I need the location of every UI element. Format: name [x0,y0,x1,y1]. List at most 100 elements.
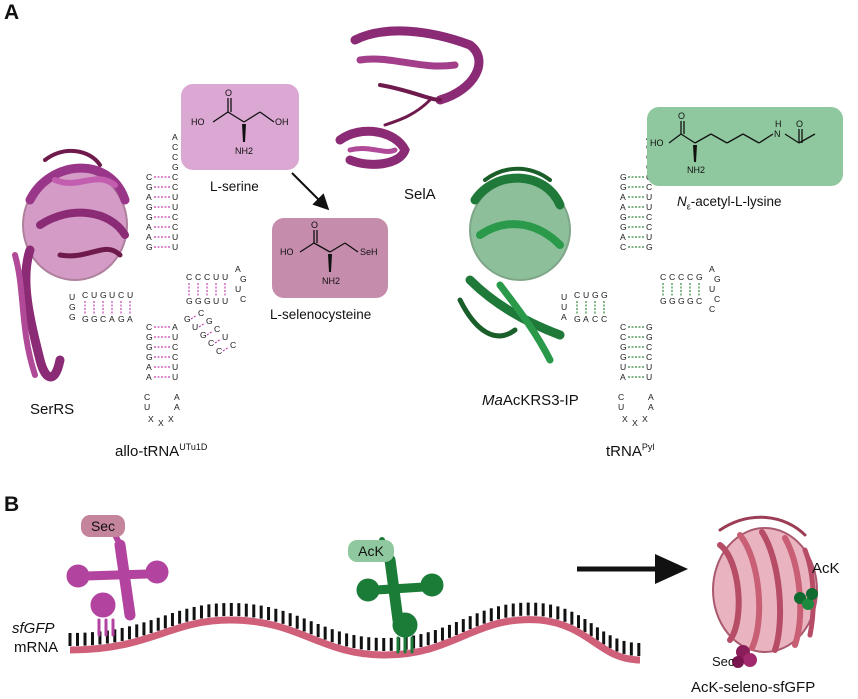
pyl-dstem-top-nt: G [601,290,608,300]
trnapyl-label: tRNAPyl [606,443,654,460]
allo-tloop-nt: A [235,264,241,274]
pyl-tstem-bot-nt: G [669,296,676,306]
allo-anti-3-nt: C [172,342,178,352]
trnapyl-text: tRNA [606,443,642,460]
allo-acceptor-3-nt: C [172,222,178,232]
allo-tstem-bot-nt: U [213,296,219,306]
sec-nh2: NH2 [322,276,340,286]
serine-text: L-serine [210,179,259,194]
allo-acceptor-5-nt: A [146,232,152,242]
pyl-anti-5-nt: C [620,332,626,342]
allo-tstem-top-nt: C [186,272,192,282]
product-ack-label: AcK [812,561,840,576]
ack-o: O [678,111,685,121]
translation-arrow [577,554,688,584]
product-name-label: AcK-seleno-sfGFP [691,680,815,695]
pyl-dstem-top-nt: C [574,290,580,300]
allo-acceptor-5-nt: G [146,202,153,212]
pyl-anti-5-nt: G [620,352,627,362]
mrna-gene-label: sfGFP [12,621,55,636]
serine-oh: OH [275,117,289,127]
pyl-acceptor-3-nt: C [646,182,652,192]
allo-dstem-bot-nt: A [109,314,115,324]
allo-var-pair [206,330,214,336]
pyl-dloop-nt: U [561,292,567,302]
allo-anti-5-nt: C [146,322,152,332]
pyl-anti-3-nt: C [646,352,652,362]
serine-structure-icon: HO O OH NH2 [191,88,289,156]
pyl-tloop-nt: U [709,284,715,294]
allo-tstem-top-nt: U [222,272,228,282]
mrna-label: mRNA [14,640,58,655]
allo-var-pair [190,314,198,320]
allo-var-5-nt: C [216,346,222,356]
mrna-backbone [69,616,641,664]
allo-dstem-top-nt: U [109,290,115,300]
pyl-acceptor-5-nt: A [620,202,626,212]
allo-var-3-nt: G [206,316,213,326]
pyl-acceptor-3-nt: C [646,222,652,232]
sela-label: SelA [404,187,436,202]
allo-acceptor-3-nt: C [172,172,178,182]
acetyllysine-text: -acetyl-L-lysine [690,194,782,209]
allo-dstem-bot-nt: A [127,314,133,324]
product-name-text: AcK-seleno-sfGFP [691,679,816,696]
allo-tail-nt: C [172,142,178,152]
selenocysteine-text: L-selenocysteine [270,307,372,322]
pyl-dloop-nt: A [561,312,567,322]
pyl-tstem-top-nt: C [687,272,693,282]
allo-anti-3-nt: A [172,322,178,332]
allo-var-pair [214,338,222,344]
allo-aloop-nt: A [174,392,180,402]
acetyllysine-n: N [677,194,687,209]
allo-aloop-nt: X [158,418,164,428]
allo-dstem-top-nt: G [100,290,107,300]
pyl-anti-3-nt: U [646,372,652,382]
allo-aloop-nt: X [168,414,174,424]
pyl-acceptor-3-nt: U [646,232,652,242]
selenocysteine-label: L-selenocysteine [270,308,371,322]
serine-box: HO O OH NH2 [181,84,299,170]
allo-tstem-top-nt: U [213,272,219,282]
allo-var-3-nt: C [214,324,220,334]
serrs-text: SerRS [30,401,75,418]
allo-aloop-nt: U [144,402,150,412]
allo-anti-5-nt: G [146,352,153,362]
allo-var-5-nt: U [192,322,198,332]
pyl-acceptor-5-nt: G [620,222,627,232]
allo-trna-label: allo-tRNAUTu1D [115,442,208,460]
pyl-acceptor-3-nt: C [646,212,652,222]
allo-dstem-top-nt: C [82,290,88,300]
pyl-tstem-top-nt: C [660,272,666,282]
pyl-aloop-nt: C [618,392,624,402]
allo-tail-nt: C [172,152,178,162]
pyl-tstem-top-nt: C [669,272,675,282]
pyl-anti-5-nt: C [620,322,626,332]
mackrs-italic: Ma [482,392,503,409]
pyl-dstem-bot-nt: C [592,314,598,324]
pyl-acceptor-5-nt: G [620,172,627,182]
allo-trna-sup: UTu1D [179,442,208,452]
allo-acceptor-3-nt: C [172,212,178,222]
sela-protein-icon [335,26,484,169]
allo-var-pair [222,346,230,352]
ack-ho: HO [650,138,664,148]
allo-dloop-nt: U [69,292,75,302]
allo-acceptor-5-nt: A [146,192,152,202]
allo-tstem-bot-nt: G [186,296,193,306]
allo-dstem-top-nt: U [127,290,133,300]
serine-o: O [225,88,232,98]
pyl-acceptor-3-nt: G [646,242,653,252]
allo-tail-nt: A [172,132,178,142]
pyl-anti-3-nt: G [646,332,653,342]
allo-tstem-bot-nt: U [222,296,228,306]
pyl-anti-3-nt: U [646,362,652,372]
allo-dloop-nt: G [69,302,76,312]
allo-acceptor-3-nt: C [172,182,178,192]
pyl-acceptor-5-nt: A [620,192,626,202]
pyl-dstem-top-nt: U [583,290,589,300]
sela-text: SelA [404,186,436,203]
